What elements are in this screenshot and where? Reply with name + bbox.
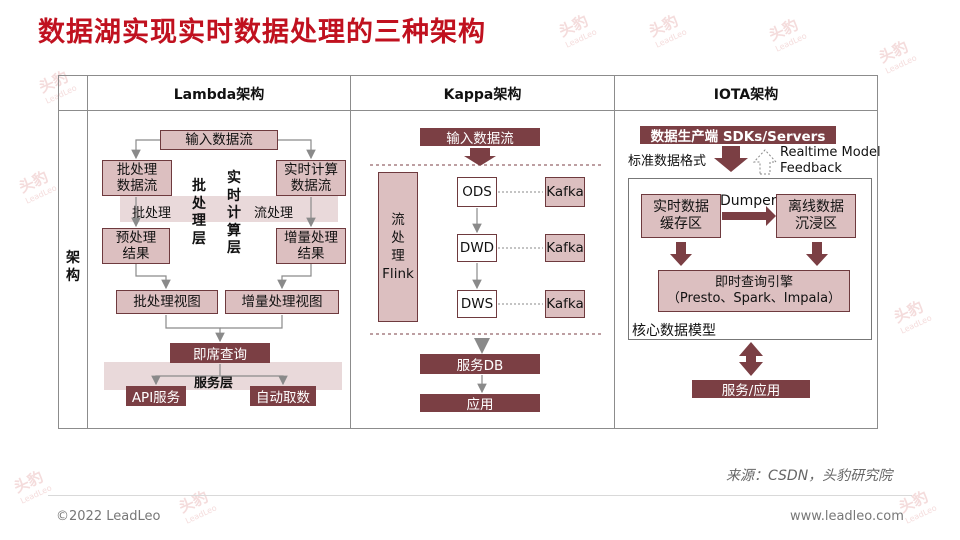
lambda-realtime-layer-label: 实 时 计 算 层: [227, 170, 241, 256]
row-label-architecture: 架 构: [66, 250, 80, 284]
kappa-application: 应用: [420, 394, 540, 413]
lambda-incremental-result: 增量处理 结果: [276, 228, 346, 264]
iota-offline-zone: 离线数据 沉浸区: [776, 194, 856, 238]
iota-dumper-label: Dumper: [720, 193, 777, 209]
iota-standard-format-label: 标准数据格式: [628, 154, 707, 169]
footer-divider: [48, 495, 912, 496]
lambda-input-stream: 输入数据流: [160, 130, 278, 150]
lambda-auto-fetch: 自动取数: [250, 386, 316, 406]
table-divider-col1: [350, 75, 351, 428]
lambda-pre-result: 预处理 结果: [102, 228, 170, 264]
page-title: 数据湖实现实时数据处理的三种架构: [38, 17, 486, 48]
iota-connectors: [670, 146, 828, 376]
lambda-incremental-view: 增量处理视图: [225, 290, 339, 314]
column-header-kappa: Kappa架构: [443, 87, 522, 103]
kappa-dwd: DWD: [457, 234, 497, 262]
kappa-stream-flink: 流 处 理 Flink: [378, 172, 418, 322]
iota-service-app: 服务/应用: [692, 380, 810, 399]
kappa-input-stream: 输入数据流: [420, 128, 540, 147]
lambda-service-layer-label: 服务层: [194, 376, 234, 391]
kappa-ods: ODS: [457, 177, 497, 207]
table-divider-rowlabel: [87, 75, 88, 428]
lambda-batch-view: 批处理视图: [116, 290, 218, 314]
table-border-bottom: [58, 428, 878, 429]
lambda-process-band: [120, 196, 338, 222]
table-divider-col2: [614, 75, 615, 428]
footer-url[interactable]: www.leadleo.com: [790, 509, 904, 524]
footer-copyright: ©2022 LeadLeo: [56, 509, 161, 524]
iota-feedback-label: Realtime Model Feedback: [780, 145, 881, 177]
kappa-kafka-2: Kafka: [545, 234, 585, 262]
column-header-lambda: Lambda架构: [173, 87, 265, 103]
iota-data-producer: 数据生产端 SDKs/Servers: [640, 126, 836, 145]
lambda-adhoc-query: 即席查询: [170, 343, 270, 363]
kappa-kafka-3: Kafka: [545, 290, 585, 318]
column-header-iota: IOTA架构: [713, 87, 779, 103]
lambda-batch-layer-label: 批 处 理 层: [192, 178, 206, 247]
kappa-connectors: [370, 148, 604, 394]
lambda-connectors: [131, 139, 316, 386]
iota-query-engine: 即时查询引擎 （Presto、Spark、Impala）: [658, 270, 850, 312]
table-border-left: [58, 75, 59, 428]
table-header-divider: [58, 110, 878, 111]
iota-realtime-cache: 实时数据 缓存区: [641, 194, 721, 238]
table-border-top: [58, 75, 878, 76]
lambda-stream-label: 流处理: [254, 206, 294, 221]
lambda-batch-label: 批处理: [132, 206, 172, 221]
kappa-service-db: 服务DB: [420, 354, 540, 374]
iota-core-model-frame: [628, 178, 872, 340]
source-note: 来源：CSDN，头豹研究院: [726, 468, 893, 484]
lambda-batch-stream: 批处理 数据流: [102, 160, 172, 196]
table-border-right: [877, 75, 878, 428]
lambda-realtime-stream: 实时计算 数据流: [276, 160, 346, 196]
lambda-api-service: API服务: [126, 386, 186, 406]
iota-core-model-label: 核心数据模型: [632, 323, 716, 339]
kappa-kafka-1: Kafka: [545, 177, 585, 207]
kappa-dws: DWS: [457, 290, 497, 318]
